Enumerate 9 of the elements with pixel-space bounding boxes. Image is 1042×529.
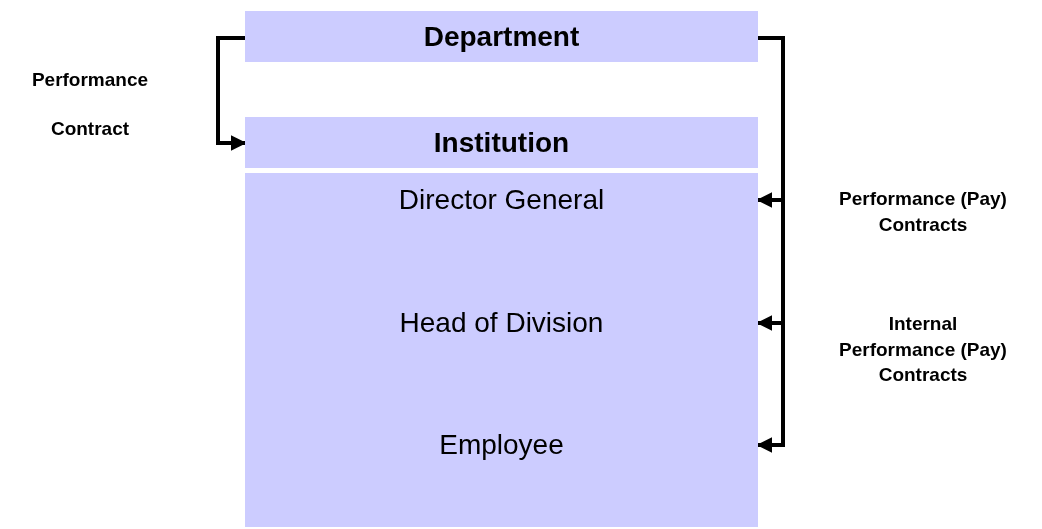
contract-label: Internal Performance (Pay) Contracts: [838, 312, 1008, 388]
org-box: Institution: [245, 117, 758, 168]
arrow: [216, 36, 247, 151]
contract-label: Performance (Pay) Contracts: [838, 187, 1008, 237]
role-band: Employee: [245, 384, 758, 527]
org-box: Department: [245, 11, 758, 62]
role-band: Director General: [245, 173, 758, 261]
role-band: Head of Division: [245, 261, 758, 384]
edge-label: Performance Contract: [30, 68, 150, 141]
